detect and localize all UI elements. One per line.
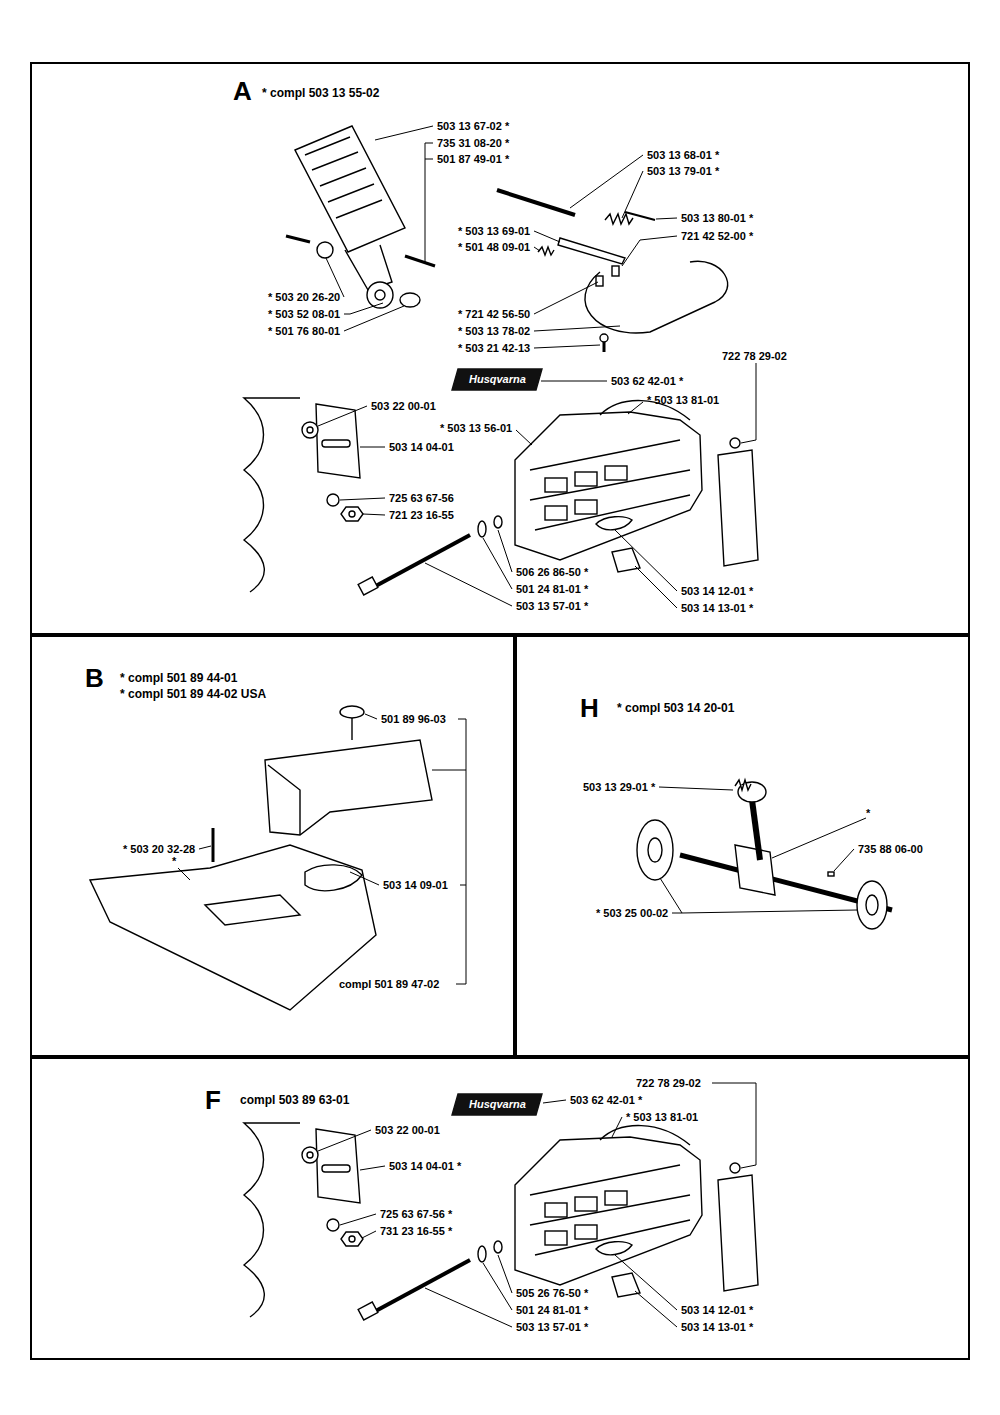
section-letter: F (205, 1087, 221, 1113)
part-number: 721 42 52-00 * (681, 230, 753, 243)
kit-number: * compl 501 89 44-02 USA (120, 687, 266, 701)
part-number: 503 22 00-01 (371, 400, 436, 413)
part-number: 725 63 67-56 (389, 492, 454, 505)
part-number: 503 14 09-01 (383, 879, 448, 892)
part-number: * 503 20 26-20 (268, 291, 340, 304)
part-number: 735 88 06-00 (858, 843, 923, 856)
part-number: * 501 76 80-01 (268, 325, 340, 338)
part-number: 503 13 80-01 * (681, 212, 753, 225)
section-letter: B (85, 665, 104, 691)
part-number: * 503 13 78-02 (458, 325, 530, 338)
part-number: 503 13 68-01 * (647, 149, 719, 162)
part-number: 503 13 57-01 * (516, 1321, 588, 1334)
part-number: compl 501 89 47-02 (339, 978, 439, 991)
assembly-panel: B * compl 501 89 44-01 * compl 501 89 44-0… (30, 635, 515, 1057)
part-number: 501 89 96-03 (381, 713, 446, 726)
part-number: 503 14 12-01 * (681, 585, 753, 598)
kit-number: * compl 501 89 44-01 (120, 671, 237, 685)
part-number: * 503 13 81-01 (647, 394, 719, 407)
part-number: * 503 13 81-01 (626, 1111, 698, 1124)
part-number: * 503 13 56-01 (440, 422, 512, 435)
part-number: 503 14 12-01 * (681, 1304, 753, 1317)
part-number: 503 13 57-01 * (516, 600, 588, 613)
part-number: 506 26 86-50 * (516, 566, 588, 579)
brand-logo: Husqvarna (469, 1098, 526, 1111)
part-number: 501 24 81-01 * (516, 1304, 588, 1317)
part-number: 731 23 16-55 * (380, 1225, 452, 1238)
section-letter: A (233, 78, 252, 104)
part-number: 722 78 29-02 (722, 350, 787, 363)
part-number: * 501 48 09-01 (458, 241, 530, 254)
part-number: 503 22 00-01 (375, 1124, 440, 1137)
part-number: 501 87 49-01 * (437, 153, 509, 166)
part-number: 503 13 79-01 * (647, 165, 719, 178)
part-number: 722 78 29-02 (636, 1077, 701, 1090)
part-number: 503 13 67-02 * (437, 120, 509, 133)
section-letter: H (580, 695, 599, 721)
part-number: * 503 52 08-01 (268, 308, 340, 321)
part-number: 501 24 81-01 * (516, 583, 588, 596)
part-number: 735 31 08-20 * (437, 137, 509, 150)
part-number: 721 23 16-55 (389, 509, 454, 522)
part-number: * 721 42 56-50 (458, 308, 530, 321)
kit-number: * compl 503 13 55-02 (262, 86, 379, 100)
part-number: * 503 13 69-01 (458, 225, 530, 238)
kit-number: * compl 503 14 20-01 (617, 701, 734, 715)
part-number: 725 63 67-56 * (380, 1208, 452, 1221)
part-number: * 503 20 32-28 (123, 843, 195, 856)
kit-number: compl 503 89 63-01 (240, 1093, 349, 1107)
part-number: 503 14 04-01 * (389, 1160, 461, 1173)
part-number: 503 14 04-01 (389, 441, 454, 454)
part-number: * (866, 807, 870, 820)
part-number: 503 14 13-01 * (681, 602, 753, 615)
brand-logo: Husqvarna (469, 373, 526, 386)
part-number: * (172, 855, 176, 868)
part-number: 505 26 76-50 * (516, 1287, 588, 1300)
part-number: 503 62 42-01 * (570, 1094, 642, 1107)
part-number: * 503 25 00-02 (596, 907, 668, 920)
part-number: 503 13 29-01 * (583, 781, 655, 794)
part-number: 503 62 42-01 * (611, 375, 683, 388)
part-number: * 503 21 42-13 (458, 342, 530, 355)
part-number: 503 14 13-01 * (681, 1321, 753, 1334)
